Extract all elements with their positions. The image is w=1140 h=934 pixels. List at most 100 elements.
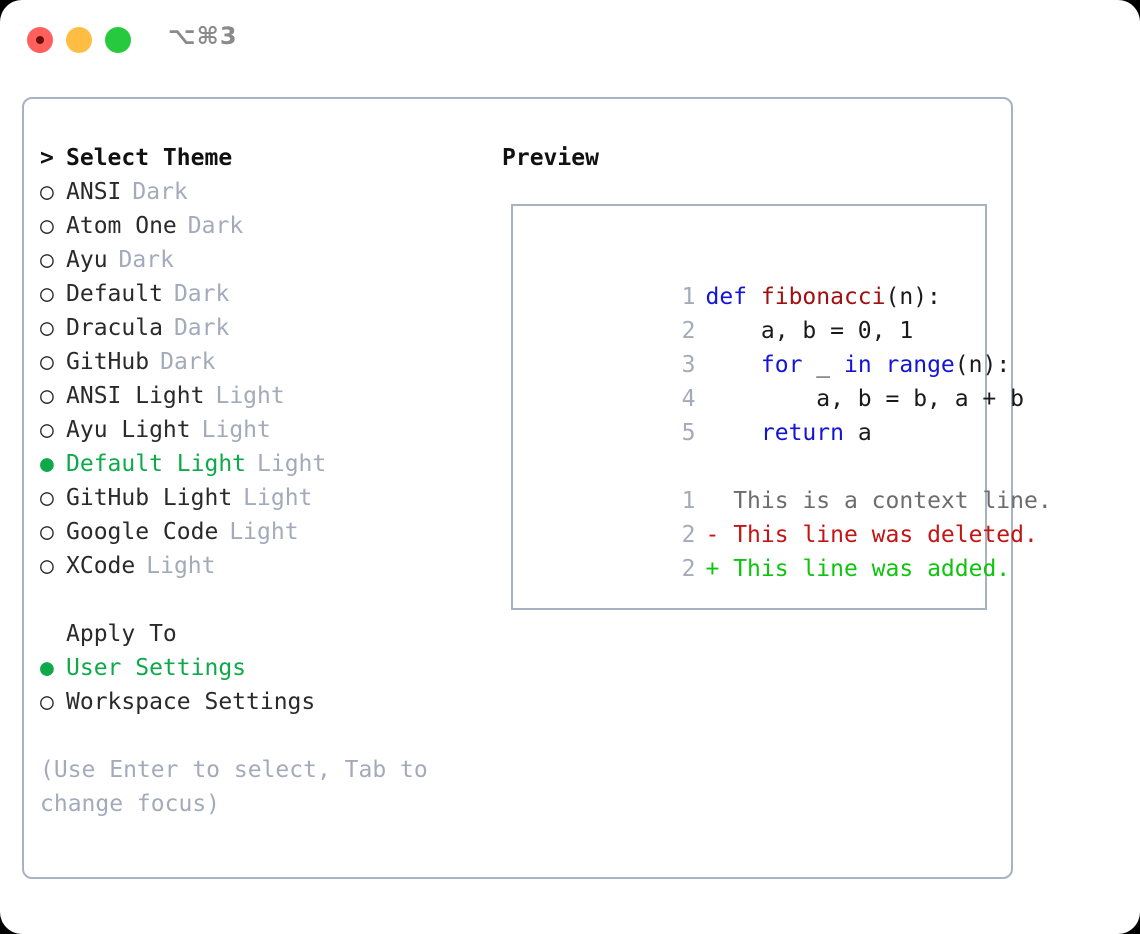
code-token: a, b = 0, 1 [705, 318, 914, 344]
theme-kind: Dark [187, 213, 244, 239]
theme-option-ansi-light[interactable]: ○ ANSI Light Light [40, 379, 492, 413]
code-token [872, 352, 886, 378]
code-token: return [760, 420, 844, 446]
theme-option-github-dark[interactable]: ○ GitHub Dark [40, 345, 492, 379]
apply-to-header: Apply To [66, 621, 177, 647]
line-number: 2 [681, 556, 696, 582]
close-window-button[interactable] [27, 27, 53, 53]
code-line: 3 for _ in range(n): [527, 314, 1011, 378]
diff-text: This line was added. [733, 556, 1011, 582]
code-token: (n): [885, 284, 941, 310]
diff-text: This line was deleted. [733, 522, 1038, 548]
theme-picker-header: > Select Theme [40, 141, 492, 175]
code-preview-panel: 1 def fibonacci(n): 2 a, b = 0, 1 3 for _… [511, 204, 1052, 610]
code-token [705, 420, 760, 446]
radio-unselected-icon: ○ [40, 383, 54, 409]
diff-text: This is a context line. [733, 488, 1052, 514]
apply-to-option-workspace-settings[interactable]: ○ Workspace Settings [40, 685, 492, 719]
theme-option-github-light[interactable]: ○ GitHub Light Light [40, 481, 492, 515]
theme-kind: Dark [173, 281, 230, 307]
keyboard-hint-text: (Use Enter to select, Tab to change focu… [40, 757, 428, 817]
theme-kind: Dark [118, 247, 174, 273]
radio-unselected-icon: ○ [40, 315, 54, 341]
radio-unselected-icon: ○ [40, 417, 54, 443]
line-number: 2 [681, 522, 696, 548]
theme-name: ANSI [66, 179, 122, 205]
code-preview-body: 1 def fibonacci(n): 2 a, b = 0, 1 3 for _… [513, 206, 1052, 582]
radio-unselected-icon: ○ [40, 689, 54, 715]
diff-marker: - [705, 522, 720, 548]
theme-name: Atom One [66, 213, 177, 239]
line-number: 1 [681, 488, 696, 514]
window-titlebar: ⌥⌘3 [0, 0, 1140, 78]
preview-panel-title: Preview [502, 145, 599, 171]
line-number: 2 [681, 318, 696, 344]
theme-option-google-code[interactable]: ○ Google Code Light [40, 515, 492, 549]
radio-unselected-icon: ○ [40, 519, 54, 545]
diff-marker [705, 488, 719, 514]
code-token [705, 352, 760, 378]
theme-name: Google Code [66, 519, 219, 545]
theme-kind: Dark [173, 315, 230, 341]
theme-name: GitHub Light [66, 485, 233, 511]
keyboard-shortcut-label: ⌥⌘3 [168, 22, 238, 50]
theme-kind: Light [146, 553, 216, 579]
theme-picker-title: Select Theme [66, 145, 233, 171]
apply-to-label: Workspace Settings [66, 689, 316, 715]
diff-line-added: 2 + This line was added. [527, 518, 1011, 582]
code-token: in [843, 352, 872, 378]
theme-name: Dracula [66, 315, 163, 341]
line-number: 1 [681, 284, 696, 310]
line-number: 3 [681, 352, 696, 378]
theme-option-ayu-light[interactable]: ○ Ayu Light Light [40, 413, 492, 447]
code-token: for [760, 352, 803, 378]
theme-name: Default Light [66, 451, 247, 477]
code-line: 1 def fibonacci(n): [527, 246, 985, 310]
theme-kind: Dark [160, 349, 216, 375]
theme-name: Ayu [66, 247, 108, 273]
prompt-caret-icon: > [40, 145, 54, 171]
theme-kind: Light [229, 519, 299, 545]
theme-option-atom-one-dark[interactable]: ○ Atom One Dark [40, 209, 492, 243]
code-line: 4 a, b = b, a + b [527, 348, 1024, 412]
theme-kind: Dark [132, 179, 188, 205]
maximize-window-button[interactable] [105, 27, 131, 53]
diff-marker: + [705, 556, 720, 582]
code-token: def [705, 284, 761, 310]
theme-kind: Light [201, 417, 271, 443]
code-line: 2 a, b = 0, 1 [527, 280, 985, 344]
radio-unselected-icon: ○ [40, 281, 54, 307]
code-token: fibonacci [760, 284, 886, 310]
theme-name: Ayu Light [66, 417, 191, 443]
radio-unselected-icon: ○ [40, 553, 54, 579]
theme-name: ANSI Light [66, 383, 205, 409]
code-token: _ [802, 352, 844, 378]
line-number: 4 [681, 386, 696, 412]
theme-name: GitHub [66, 349, 150, 375]
radio-unselected-icon: ○ [40, 213, 54, 239]
diff-text [719, 522, 733, 548]
radio-selected-icon: ● [40, 655, 54, 681]
minimize-window-button[interactable] [66, 27, 92, 53]
theme-kind: Light [243, 485, 313, 511]
radio-unselected-icon: ○ [40, 485, 54, 511]
theme-option-dracula-dark[interactable]: ○ Dracula Dark [40, 311, 492, 345]
line-number: 5 [681, 420, 696, 446]
apply-to-option-user-settings[interactable]: ● User Settings [40, 651, 492, 685]
apply-to-label: User Settings [66, 655, 247, 681]
code-token: a, b = b, a + b [705, 386, 1024, 412]
diff-text [719, 488, 733, 514]
diff-line-deleted: 2- This line was deleted. [527, 484, 1038, 548]
code-token: range [885, 352, 955, 378]
radio-unselected-icon: ○ [40, 349, 54, 375]
radio-selected-icon: ● [40, 451, 54, 477]
theme-kind: Light [215, 383, 285, 409]
